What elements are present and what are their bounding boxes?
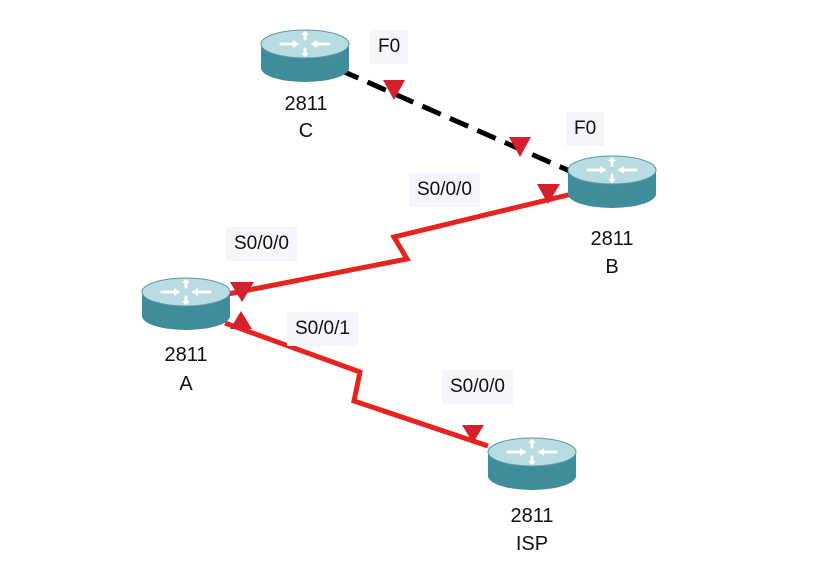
router-a-model: 2811 [164, 344, 208, 366]
router-isp-name: ISP [515, 533, 549, 555]
link-a-isp [224, 320, 489, 449]
router-icon [260, 29, 350, 82]
port-marker-c-f0 [383, 80, 405, 100]
router-c-name: C [298, 120, 314, 142]
port-label-a-s000: S0/0/0 [226, 227, 297, 261]
router-b-model: 2811 [590, 228, 634, 250]
port-marker-a-s001 [230, 311, 252, 329]
port-label-isp-s000: S0/0/0 [442, 370, 513, 404]
router-icon [567, 155, 657, 208]
port-label-a-s001: S0/0/1 [287, 312, 358, 346]
port-label-b-s000: S0/0/0 [409, 173, 480, 207]
router-isp-model: 2811 [510, 505, 554, 527]
router-icon [141, 277, 231, 330]
port-marker-isp-s000 [462, 425, 484, 443]
port-label-b-f0: F0 [566, 112, 605, 146]
router-icon [487, 437, 577, 490]
router-a-name: A [179, 373, 193, 395]
router-a[interactable] [140, 272, 232, 336]
router-b[interactable] [566, 150, 658, 214]
port-label-c-f0: F0 [370, 30, 409, 64]
port-marker-a-s000 [230, 282, 254, 302]
port-marker-b-f0 [509, 137, 531, 157]
router-isp[interactable] [486, 432, 578, 496]
router-c[interactable] [259, 24, 351, 88]
router-c-model: 2811 [284, 93, 328, 115]
port-marker-b-s000 [537, 184, 560, 204]
link-c-b [338, 67, 574, 175]
router-b-name: B [605, 256, 619, 278]
link-a-b [227, 191, 573, 297]
